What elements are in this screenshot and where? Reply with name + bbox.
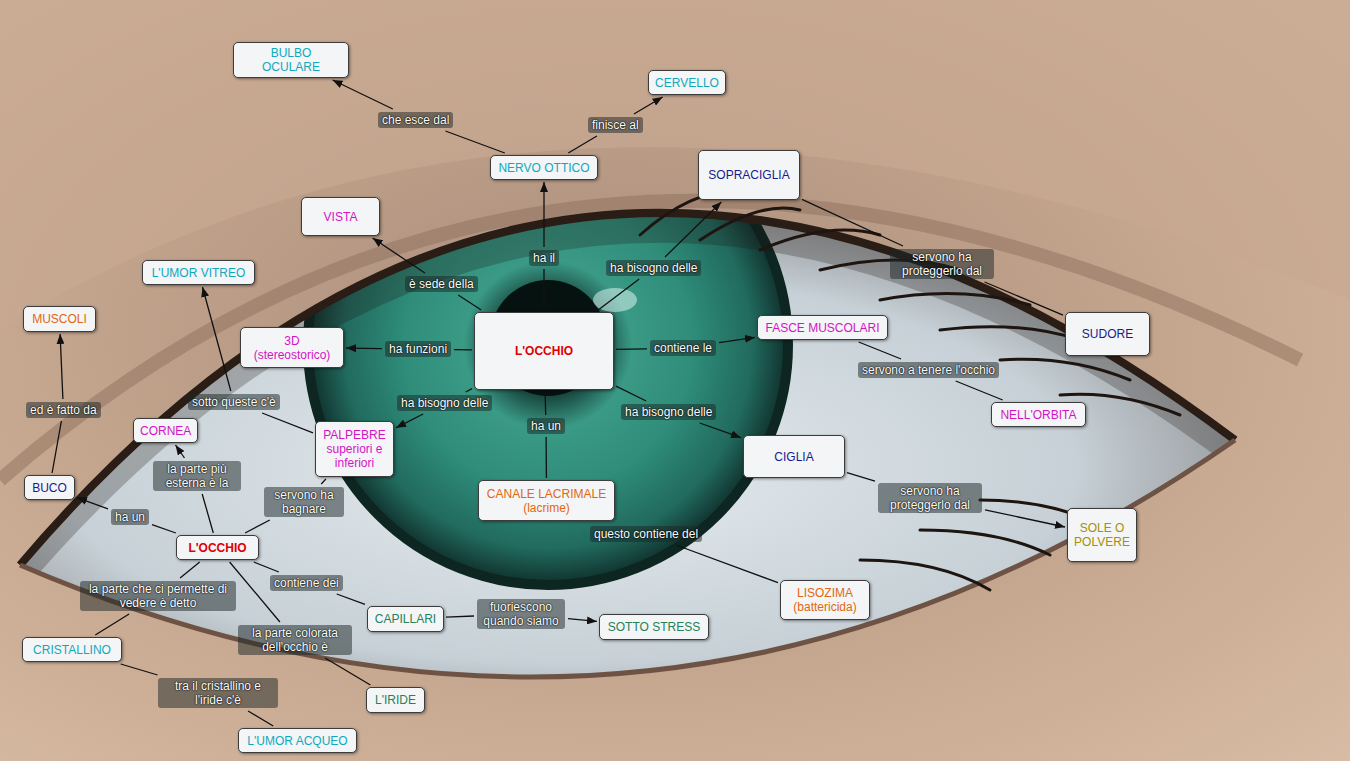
link-line bbox=[543, 182, 544, 310]
concept-box: BULBO OCULARE bbox=[233, 42, 349, 78]
link-label: contiene dei bbox=[270, 575, 343, 591]
upper-lid-line bbox=[20, 213, 1235, 565]
eyelashes bbox=[640, 190, 1180, 590]
concept-text: VISTA bbox=[308, 210, 373, 224]
concept-box: PALPEBRE superiori e inferiori bbox=[315, 421, 394, 477]
concept-text: NERVO OTTICO bbox=[497, 161, 591, 175]
concept-text: MUSCOLI bbox=[30, 312, 89, 326]
concept-box: VISTA bbox=[301, 197, 380, 236]
concept-text: SOPRACIGLIA bbox=[705, 168, 793, 182]
link-label: servono a tenere l'occhio bbox=[858, 362, 999, 378]
concept-text: CANALE LACRIMALE (lacrime) bbox=[485, 487, 608, 515]
link-line bbox=[802, 199, 1063, 315]
concept-text: L'OCCHIO bbox=[481, 344, 607, 358]
link-label: la parte che ci permette di vedere è det… bbox=[80, 581, 236, 611]
concept-box: L'IRIDE bbox=[366, 687, 425, 713]
link-label: servono ha bagnare bbox=[264, 487, 344, 517]
concept-text: L'IRIDE bbox=[373, 693, 418, 707]
link-label: la parte più esterna è la bbox=[153, 461, 241, 491]
concept-text: L'OCCHIO bbox=[183, 541, 252, 555]
concept-text: BUCO bbox=[31, 481, 68, 495]
link-line bbox=[616, 386, 741, 438]
concept-box: SOPRACIGLIA bbox=[698, 150, 800, 200]
link-label: ha il bbox=[529, 250, 559, 266]
concept-box: 3D (stereostorico) bbox=[240, 327, 344, 368]
link-label: finisce al bbox=[588, 117, 643, 133]
concept-box: NERVO OTTICO bbox=[490, 155, 598, 180]
concept-text: BULBO OCULARE bbox=[240, 46, 342, 74]
concept-text: NELL'ORBITA bbox=[998, 408, 1079, 422]
concept-box: CORNEA bbox=[133, 418, 198, 443]
link-label: questo contiene del bbox=[590, 526, 702, 542]
link-label: è sede della bbox=[405, 276, 478, 292]
concept-box: FASCE MUSCOLARI bbox=[757, 315, 888, 340]
concept-text: L'UMOR ACQUEO bbox=[245, 734, 350, 748]
concept-box: LISOZIMA (battericida) bbox=[780, 580, 870, 620]
concept-box: MUSCOLI bbox=[23, 306, 96, 332]
concept-box: L'UMOR ACQUEO bbox=[238, 728, 357, 753]
concept-text: SUDORE bbox=[1072, 327, 1143, 341]
link-label: ha un bbox=[111, 509, 149, 525]
lower-lid-line bbox=[20, 440, 1235, 677]
concept-text: SOTTO STRESS bbox=[606, 620, 702, 634]
link-label: fuoriescono quando siamo bbox=[477, 599, 565, 629]
concept-box: L'UMOR VITREO bbox=[142, 260, 255, 285]
link-line bbox=[373, 238, 482, 310]
concept-box: CRISTALLINO bbox=[22, 637, 122, 662]
concept-box: SOTTO STRESS bbox=[599, 614, 709, 640]
concept-box: CAPILLARI bbox=[367, 606, 444, 632]
concept-box: NELL'ORBITA bbox=[991, 402, 1086, 427]
link-label: servono ha proteggerlo dal bbox=[890, 249, 994, 279]
concept-box: L'OCCHIO bbox=[474, 312, 614, 390]
link-line bbox=[333, 80, 505, 153]
concept-box: L'OCCHIO bbox=[176, 535, 259, 560]
link-line bbox=[847, 473, 1065, 527]
concept-text: CORNEA bbox=[140, 424, 191, 438]
link-label: sotto queste c'è bbox=[188, 394, 280, 410]
link-label: contiene le bbox=[650, 340, 716, 356]
concept-box: SOLE O POLVERE bbox=[1067, 508, 1137, 562]
link-line bbox=[254, 562, 365, 604]
concept-text: 3D (stereostorico) bbox=[247, 334, 337, 362]
link-label: ha un bbox=[527, 418, 565, 434]
concept-text: CERVELLO bbox=[655, 76, 719, 90]
concept-box: SUDORE bbox=[1065, 312, 1150, 356]
concept-box: CIGLIA bbox=[743, 435, 845, 478]
link-label: ha funzioni bbox=[385, 341, 451, 357]
link-line bbox=[77, 498, 176, 533]
concept-text: CAPILLARI bbox=[374, 612, 437, 626]
link-label: che esce dal bbox=[378, 112, 453, 128]
link-line bbox=[859, 342, 1003, 400]
link-label: ha bisogno delle bbox=[397, 395, 492, 411]
concept-text: CRISTALLINO bbox=[29, 643, 115, 657]
lid-shadow bbox=[20, 30, 1235, 595]
link-line bbox=[230, 562, 371, 685]
concept-text: CIGLIA bbox=[750, 450, 838, 464]
concept-text: SOLE O POLVERE bbox=[1074, 521, 1130, 549]
concept-text: LISOZIMA (battericida) bbox=[787, 586, 863, 614]
concept-text: FASCE MUSCOLARI bbox=[764, 321, 881, 335]
concept-text: L'UMOR VITREO bbox=[149, 266, 248, 280]
concept-box: CANALE LACRIMALE (lacrime) bbox=[478, 480, 615, 521]
link-label: ha bisogno delle bbox=[621, 404, 716, 420]
link-line bbox=[568, 97, 662, 153]
concept-box: BUCO bbox=[24, 475, 75, 500]
link-label: ha bisogno delle bbox=[606, 260, 701, 276]
concept-box: CERVELLO bbox=[648, 70, 726, 95]
link-label: la parte colorata dell'occhio è bbox=[238, 625, 352, 655]
link-line bbox=[545, 392, 546, 478]
link-label: servono ha proteggerlo dal bbox=[878, 483, 982, 513]
link-line bbox=[598, 202, 721, 310]
link-label: ed è fatto da bbox=[26, 402, 101, 418]
concept-text: PALPEBRE superiori e inferiori bbox=[322, 428, 387, 470]
link-label: tra il cristallino e l'iride c'è bbox=[158, 678, 278, 708]
